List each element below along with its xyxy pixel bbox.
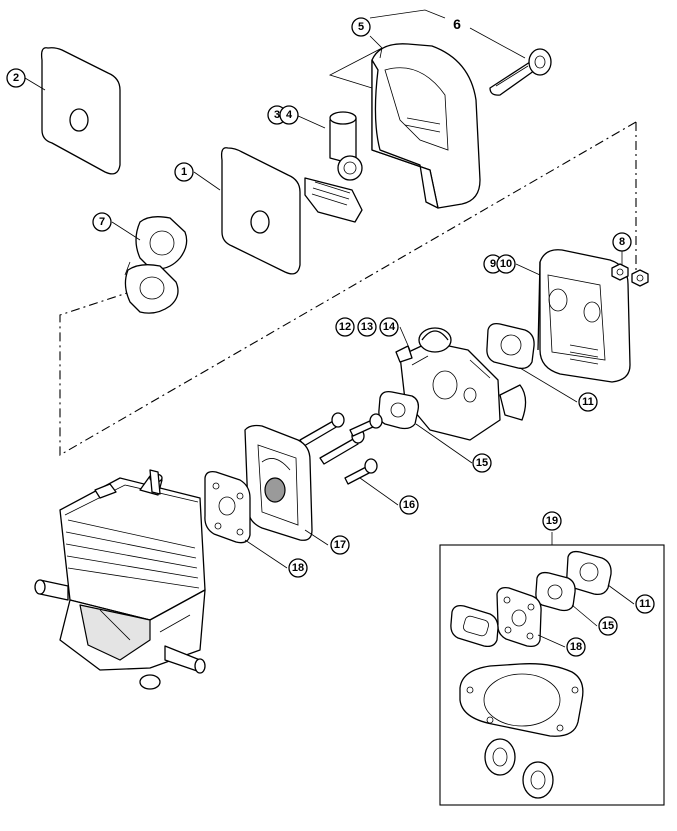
callout-14-label: 14: [383, 321, 396, 333]
screw-part: [299, 412, 383, 485]
callout-18-set: 18: [566, 637, 586, 657]
callout-17-label: 17: [334, 539, 346, 551]
callout-10: 10: [496, 254, 516, 274]
callout-13-label: 13: [361, 321, 373, 333]
callout-11-label: 11: [582, 396, 594, 408]
gasket-set-exhaust-gasket-part: [450, 604, 499, 648]
callout-2: 2: [6, 68, 26, 88]
callout-1-label: 1: [181, 166, 187, 178]
carburetor-part: [395, 327, 527, 441]
callout-3-label: 3: [274, 109, 280, 121]
callout-16-label: 16: [403, 499, 415, 511]
callout-4-label: 4: [286, 109, 293, 121]
callout-12-label: 12: [339, 321, 351, 333]
callout-15-set-label: 15: [602, 620, 614, 632]
muffler-gasket-part: [486, 322, 535, 370]
callout-14: 14: [379, 317, 399, 337]
gasket-set-cylinder-base-gasket-part: [459, 663, 584, 737]
callout-13: 13: [357, 317, 377, 337]
muffler-part: [537, 249, 631, 383]
callout-11-set: 11: [635, 594, 655, 614]
callout-2-label: 2: [13, 72, 19, 84]
callout-5: 5: [351, 17, 371, 37]
callout-4: 4: [279, 105, 299, 125]
callout-15-set: 15: [598, 616, 618, 636]
filter-cover-part: [371, 43, 481, 209]
gasket-set-intake-gasket-part: [496, 586, 542, 648]
gasket-set-oil-seal-part: [484, 738, 554, 799]
callout-8: 8: [612, 232, 632, 252]
callout-7: 7: [92, 212, 112, 232]
intake-flange-part: [244, 424, 313, 541]
callout-7-label: 7: [99, 216, 105, 228]
callout-1: 1: [174, 162, 194, 182]
filter-element-part: [220, 147, 301, 275]
callout-11: 11: [578, 392, 598, 412]
callout-6: 6: [453, 16, 461, 32]
intake-elbow-part: [304, 111, 363, 223]
callout-17: 17: [330, 535, 350, 555]
nut-part: [611, 263, 649, 287]
callout-11-set-label: 11: [639, 598, 651, 610]
leader-lines: [24, 9, 635, 648]
gasket-set-carburetor-gasket-part: [535, 571, 576, 612]
callout-15-label: 15: [476, 457, 488, 469]
callout-18: 18: [288, 558, 308, 578]
engine-cylinder-part: [34, 469, 206, 690]
callout-5-label: 5: [358, 21, 364, 33]
callout-15: 15: [472, 453, 492, 473]
callout-18-label: 18: [292, 562, 304, 574]
callout-9-label: 9: [490, 258, 496, 270]
callout-16: 16: [399, 495, 419, 515]
callout-6-label: 6: [453, 16, 461, 32]
assembly-dash-line: [59, 121, 637, 456]
callout-18-set-label: 18: [570, 641, 582, 653]
carburetor-gasket-part: [378, 390, 420, 430]
callout-19: 19: [542, 511, 562, 531]
callout-12: 12: [335, 317, 355, 337]
callout-19-label: 19: [546, 515, 558, 527]
callout-10-label: 10: [500, 258, 512, 270]
filter-base-part: [124, 216, 188, 314]
air-filter-pad-part: [40, 47, 121, 175]
intake-gasket-part: [204, 470, 251, 544]
choke-lever-part: [489, 48, 552, 96]
callout-8-label: 8: [619, 236, 625, 248]
